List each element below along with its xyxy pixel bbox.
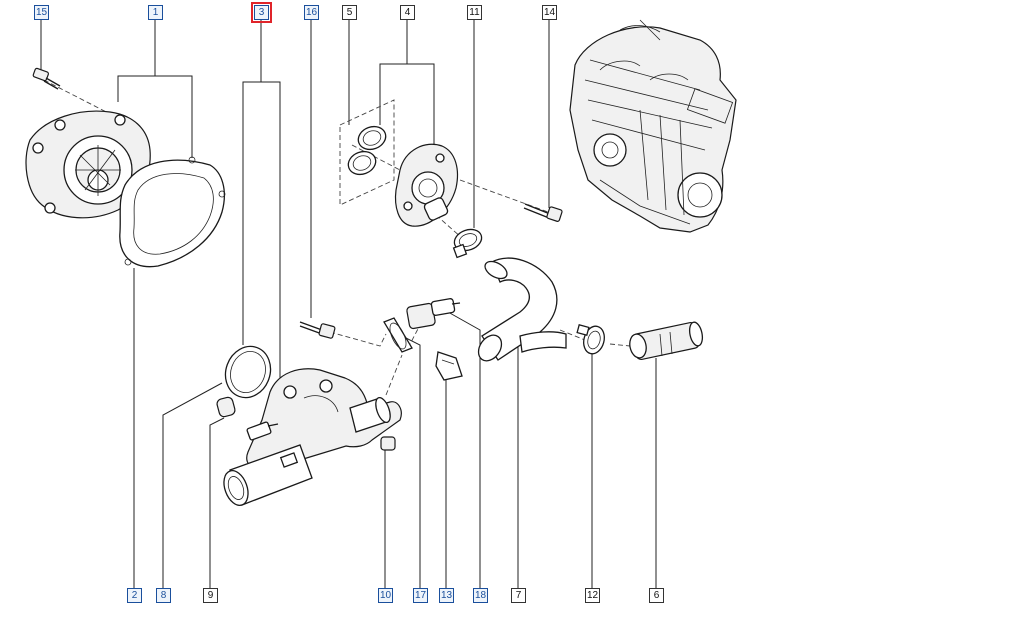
callout-15[interactable]: 15 [34, 5, 49, 20]
seal-icon [383, 317, 413, 353]
callout-2[interactable]: 2 [127, 588, 142, 603]
seal-ring-icon [224, 345, 272, 399]
thermostat-icon [394, 143, 459, 227]
callout-1[interactable]: 1 [148, 5, 163, 20]
callout-11[interactable]: 11 [467, 5, 482, 20]
gasket-icon [119, 156, 226, 268]
engine-block-icon [569, 19, 737, 233]
plug-icon [216, 396, 236, 418]
sensor-icon [629, 321, 704, 361]
sensor-icon [246, 421, 279, 441]
callout-5[interactable]: 5 [342, 5, 357, 20]
leader-lines [40, 20, 657, 588]
callout-10[interactable]: 10 [378, 588, 393, 603]
o-ring-icon [347, 125, 387, 176]
clamp-icon [452, 228, 483, 259]
callout-4[interactable]: 4 [400, 5, 415, 20]
callout-3[interactable]: 3 [251, 2, 272, 23]
callout-7[interactable]: 7 [511, 588, 526, 603]
bolt-icon [299, 321, 336, 339]
hose-icon [477, 257, 567, 362]
clip-icon [435, 351, 463, 381]
plug-icon [380, 436, 396, 451]
callout-13[interactable]: 13 [439, 588, 454, 603]
thermostat-housing-icon [223, 368, 402, 506]
bolt-icon [523, 203, 563, 222]
sensor-icon [406, 298, 461, 330]
clamp-icon [576, 324, 605, 355]
callout-8[interactable]: 8 [156, 588, 171, 603]
callout-14[interactable]: 14 [542, 5, 557, 20]
callout-12[interactable]: 12 [585, 588, 600, 603]
callout-18[interactable]: 18 [473, 588, 488, 603]
callout-9[interactable]: 9 [203, 588, 218, 603]
callout-16[interactable]: 16 [304, 5, 319, 20]
callout-17[interactable]: 17 [413, 588, 428, 603]
callout-6[interactable]: 6 [649, 588, 664, 603]
bolt-icon [32, 67, 61, 90]
